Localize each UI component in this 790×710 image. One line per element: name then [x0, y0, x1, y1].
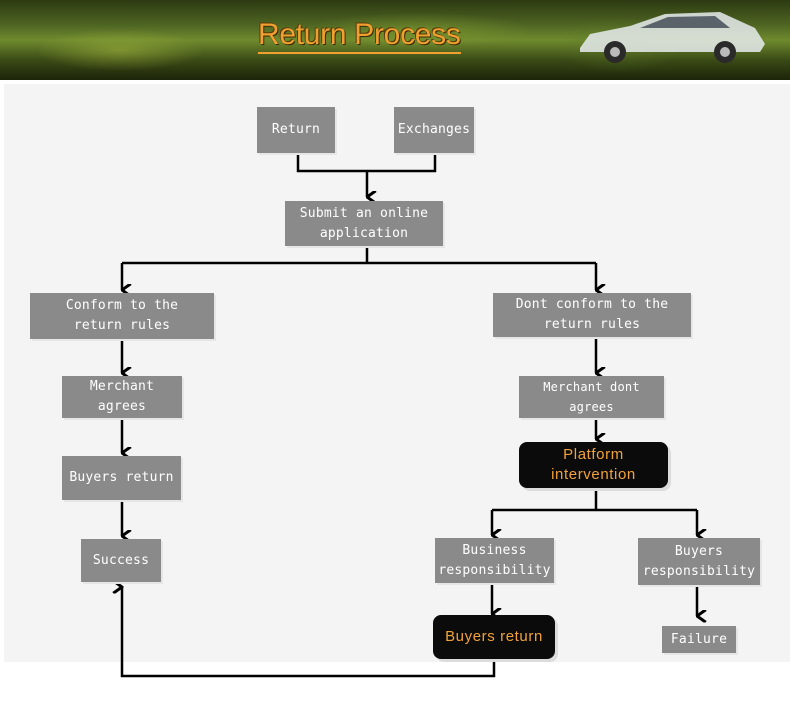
node-merchant-agrees: Merchant agrees	[62, 376, 182, 418]
node-exchanges: Exchanges	[394, 107, 474, 153]
connector-return-submit	[296, 153, 437, 173]
node-submit-application: Submit an online application	[285, 201, 443, 246]
header-banner: Return Process	[0, 0, 790, 80]
node-merchant-dont-agrees: Merchant dont agrees	[519, 376, 664, 418]
car-image	[580, 12, 765, 63]
node-dont-conform-rules: Dont conform to the return rules	[493, 293, 691, 337]
node-buyers-return-right: Buyers return	[433, 615, 555, 659]
node-return: Return	[257, 107, 335, 153]
node-conform-rules: Conform to the return rules	[30, 293, 214, 339]
node-success: Success	[81, 539, 161, 582]
node-business-responsibility: Business responsibility	[435, 538, 554, 583]
node-buyers-responsibility: Buyers responsibility	[638, 538, 760, 585]
node-buyers-return-left: Buyers return	[62, 456, 181, 500]
node-failure: Failure	[662, 626, 736, 653]
node-platform-intervention: Platform intervention	[519, 442, 668, 488]
connector-buyersreturn-loop	[122, 587, 496, 678]
page-title: Return Process	[258, 18, 461, 54]
